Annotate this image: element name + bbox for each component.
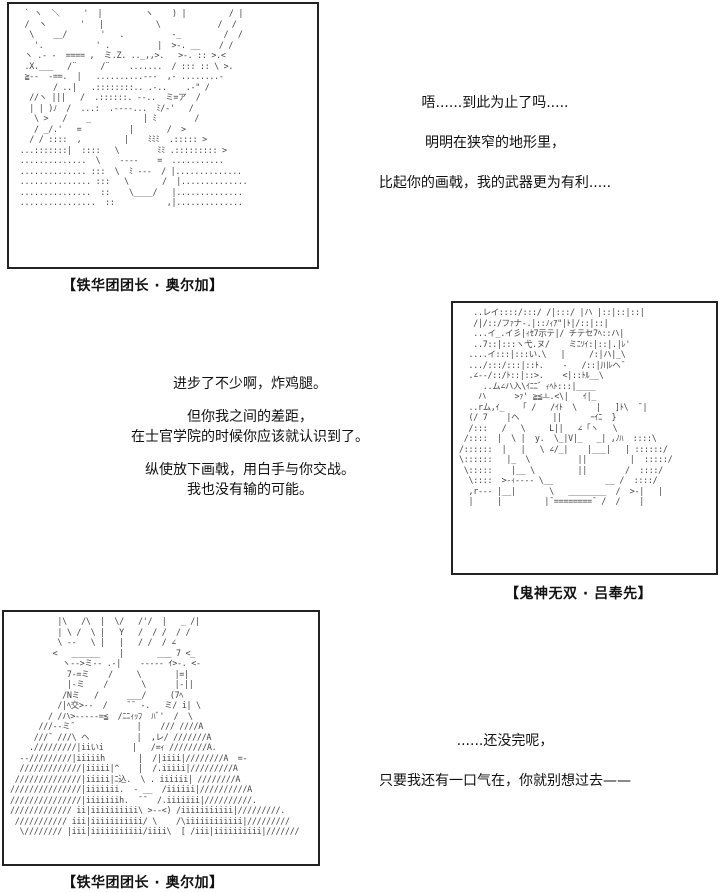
art-panel-orga-2: |\ /\ | \/ /'/ | _ /| | \ / \ | Y / / / … — [2, 610, 320, 866]
caption-lu-fengxian: 【鬼神无双 · 吕奉先】 — [505, 586, 653, 602]
dialog-line: 但你我之间的差距， — [187, 409, 313, 425]
art-panel-lu-fengxian: ..レイ::::/:::/ /|:::/ |ハ |::|::|::| /|/::… — [451, 301, 718, 575]
ascii-art: ..レイ::::/:::/ /|:::/ |ハ |::|::|::| /|/::… — [459, 307, 673, 506]
dialog-block-3: ......还没完呢， 只要我还有一口气在，你就别想过去—— — [340, 731, 670, 791]
dialog-block-2: 进步了不少啊，炸鸡腿。 但你我之间的差距， 在士官学院的时候你应该就认识到了。 … — [100, 374, 400, 500]
caption-orga-2: 【铁华团团长 · 奥尔加】 — [62, 875, 224, 891]
dialog-line: 比起你的画戟，我的武器更为有利..... — [378, 175, 612, 191]
dialog-line: 我也没有输的可能。 — [187, 482, 313, 498]
dialog-line: ......还没完呢， — [456, 733, 554, 749]
dialog-line: 只要我还有一口气在，你就别想过去—— — [379, 773, 631, 789]
dialog-line: 进步了不少啊，炸鸡腿。 — [173, 376, 327, 392]
dialog-line: 明明在狭窄的地形里， — [425, 135, 565, 151]
ascii-art: ` ヽ ＼ ' | ヽ ) | / | / ヽ ' | \ / / \ __/ … — [19, 8, 248, 207]
dialog-line: 唔......到此为止了吗..... — [421, 95, 569, 111]
dialog-block-1: 唔......到此为止了吗..... 明明在狭窄的地形里， 比起你的画戟，我的武… — [355, 93, 635, 193]
dialog-line: 在士官学院的时候你应该就认识到了。 — [131, 429, 369, 445]
art-panel-orga-1: ` ヽ ＼ ' | ヽ ) | / | / ヽ ' | \ / / \ __/ … — [7, 2, 319, 269]
caption-orga-1: 【铁华团团长 · 奥尔加】 — [62, 278, 224, 294]
ascii-art: |\ /\ | \/ /'/ | _ /| | \ / \ | Y / / / … — [10, 616, 300, 836]
dialog-line: 纵使放下画戟，用白手与你交战。 — [145, 462, 355, 478]
